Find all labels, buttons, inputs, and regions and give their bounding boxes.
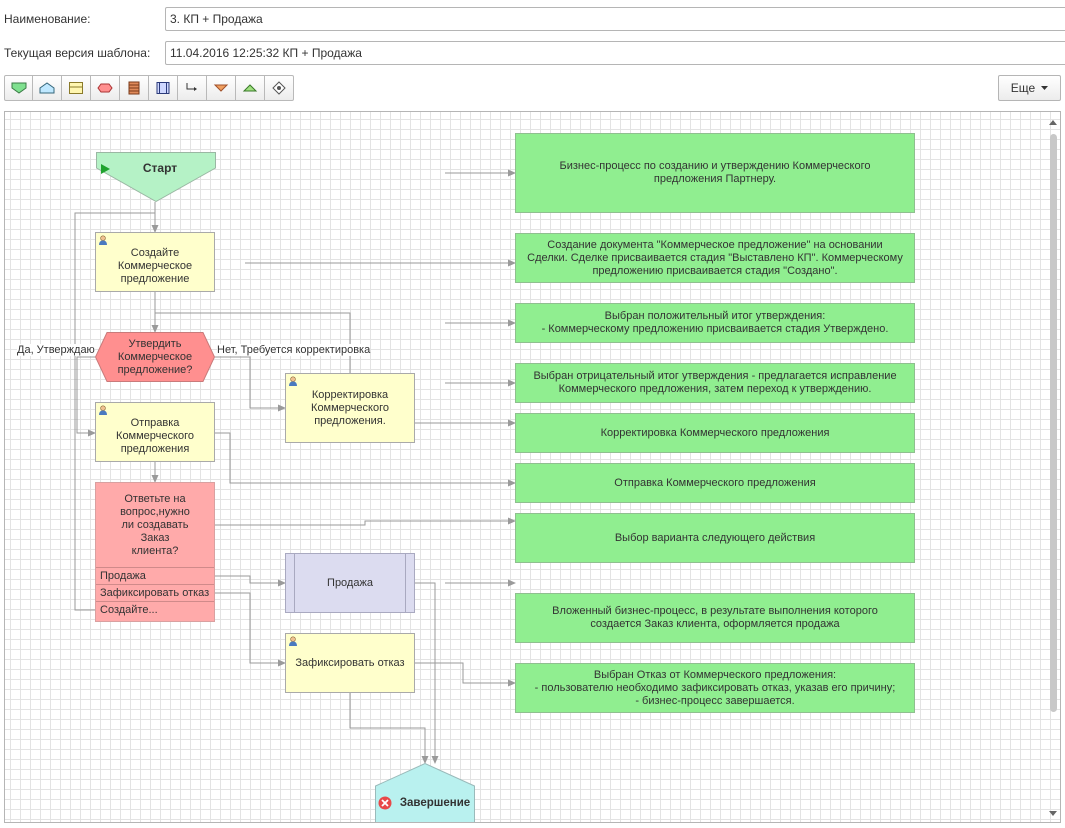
flow-sale-option-to-subprocess [215,575,286,587]
note-rejected[interactable]: Выбран отрицательный итог утверждения - … [515,363,915,403]
user-icon [99,235,107,245]
vertical-scrollbar[interactable] [1047,112,1059,822]
stop-icon [378,796,392,810]
task-correct-offer-label: Корректировка Коммерческого предложения. [311,388,389,427]
flow-reject-option-to-task [215,592,286,667]
user-icon [289,376,297,386]
start-point-shape[interactable] [96,152,216,202]
subprocess-tool[interactable] [149,75,178,101]
question-option-sale[interactable]: Продажа [96,567,214,584]
diagram-toolbar [4,75,294,101]
connector-tool[interactable] [178,75,207,101]
task-correct-offer[interactable]: Корректировка Коммерческого предложения. [285,373,415,443]
note-connector [415,662,516,687]
activity-tool[interactable] [62,75,91,101]
processing-tool[interactable] [120,75,149,101]
condition-approve[interactable] [95,332,215,382]
question-create-order[interactable]: Ответьте на вопрос,нужно ли создавать За… [95,482,215,622]
flow-yes-to-send [76,356,96,437]
start-point-label: Старт [142,160,178,175]
split-icon [213,84,229,92]
split-tool[interactable] [207,75,236,101]
template-version-label: Текущая версия шаблона: [4,46,151,60]
choice-icon [272,81,286,95]
condition-icon [97,83,113,93]
task-record-rejection[interactable]: Зафиксировать отказ [285,633,415,693]
merge-icon [242,84,258,92]
flow-create-option-back [74,212,155,611]
diagram-connectors [74,169,516,764]
question-option-reject[interactable]: Зафиксировать отказ [96,584,214,601]
scroll-up-icon[interactable] [1049,120,1057,125]
note-rejection[interactable]: Выбран Отказ от Коммерческого предложени… [515,663,915,713]
template-version-field[interactable] [165,41,1065,65]
end-point-tool[interactable] [33,75,62,101]
note-subprocess[interactable]: Вложенный бизнес-процесс, в результате в… [515,593,915,643]
question-option-create[interactable]: Создайте... [96,601,214,618]
condition-tool[interactable] [91,75,120,101]
note-create-document[interactable]: Создание документа "Коммерческое предлож… [515,233,915,283]
subprocess-sale-label: Продажа [327,577,373,589]
task-create-offer-label: Создайте Коммерческое предложение [117,246,193,285]
edge-label-yes: Да, Утверждаю [17,344,95,356]
user-icon [99,405,107,415]
task-send-offer[interactable]: Отправка Коммерческого предложения [95,402,215,462]
question-text: Ответьте на вопрос,нужно ли создавать За… [120,492,190,557]
end-point-icon [39,82,55,94]
flow-no-to-correct [215,356,286,412]
activity-icon [69,82,83,94]
user-icon [289,636,297,646]
note-connector [215,432,516,487]
flow-reject-to-finish [349,693,429,764]
more-button-label: Еще [1010,81,1036,95]
start-point-icon [11,82,26,94]
task-create-offer[interactable]: Создайте Коммерческое предложение [95,232,215,292]
scrollbar-thumb[interactable] [1050,134,1057,712]
connector-icon [186,83,197,91]
note-send[interactable]: Отправка Коммерческого предложения [515,463,915,503]
processing-icon [128,81,140,95]
task-record-rejection-label: Зафиксировать отказ [295,656,405,669]
task-send-offer-label: Отправка Коммерческого предложения [116,416,194,455]
process-diagram-canvas[interactable]: Старт Создайте Коммерческое предложение … [4,111,1061,823]
condition-approve-label: Утвердить Коммерческое предложение? [117,337,193,376]
edge-label-no: Нет, Требуется корректировка [217,344,371,356]
subprocess-sale[interactable]: Продажа [285,553,415,613]
note-process-description[interactable]: Бизнес-процесс по созданию и утверждению… [515,133,915,213]
subprocess-icon [156,82,170,94]
note-choose-action[interactable]: Выбор варианта следующего действия [515,513,915,563]
scroll-down-icon[interactable] [1049,811,1057,816]
name-label: Наименование: [4,12,91,26]
flow-subprocess-to-finish [415,582,439,764]
note-approved[interactable]: Выбран положительный итог утверждения: -… [515,303,915,343]
note-connector [215,517,516,526]
chevron-down-icon [1041,85,1049,90]
choice-tool[interactable] [265,75,294,101]
end-point-label: Завершение [399,796,471,809]
end-point-shape[interactable] [375,763,475,823]
more-button[interactable]: Еще [998,75,1061,101]
name-field[interactable] [165,7,1065,31]
start-point-tool[interactable] [4,75,33,101]
merge-tool[interactable] [236,75,265,101]
note-correction[interactable]: Корректировка Коммерческого предложения [515,413,915,453]
